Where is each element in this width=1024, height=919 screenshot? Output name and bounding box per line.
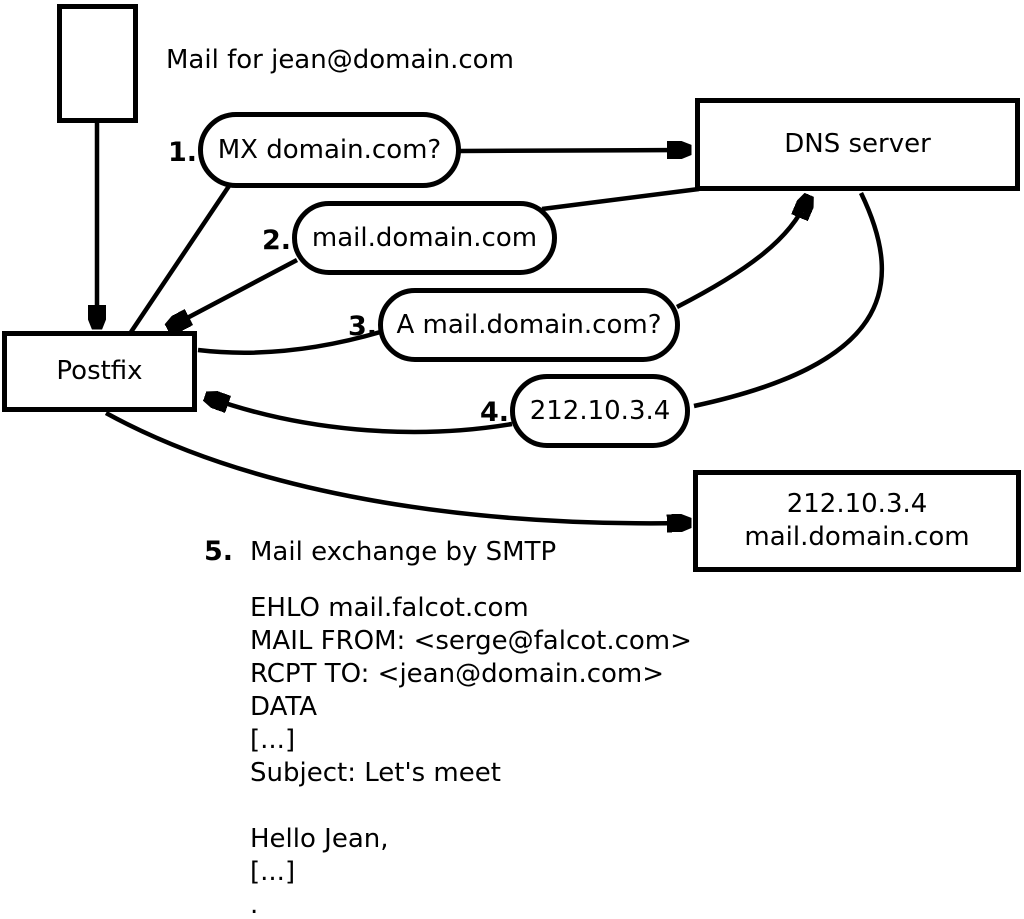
mail-server-ip: 212.10.3.4 — [786, 489, 928, 519]
arrow-query1-to-dns — [458, 150, 686, 151]
dns-server-box: DNS server — [695, 98, 1020, 191]
step-number-3: 3. — [347, 311, 377, 342]
mail-server-box: 212.10.3.4 mail.domain.com — [693, 470, 1021, 572]
line-dns-to-reply2 — [541, 186, 700, 212]
smtp-line: [...] — [250, 725, 296, 755]
smtp-line: RCPT TO: <jean@domain.com> — [250, 659, 665, 689]
bubble-a-query: A mail.domain.com? — [378, 288, 680, 362]
bubble-mx-reply-label: mail.domain.com — [311, 223, 538, 253]
arrow-reply4-to-postfix — [210, 398, 513, 435]
smtp-line: EHLO mail.falcot.com — [250, 593, 529, 623]
step-number-2: 2. — [261, 225, 291, 256]
arrow-postfix-to-mailserver — [104, 411, 686, 523]
smtp-line: DATA — [250, 692, 317, 722]
step5-label: Mail exchange by SMTP — [250, 537, 557, 567]
smtp-line: Subject: Let's meet — [250, 758, 501, 788]
postfix-box: Postfix — [2, 331, 197, 412]
smtp-line: MAIL FROM: <serge@falcot.com> — [250, 626, 692, 656]
mail-message-box — [57, 4, 138, 123]
step-number-1: 1. — [167, 137, 197, 168]
dns-server-label: DNS server — [784, 129, 931, 159]
smtp-line: [...] — [250, 857, 296, 887]
smtp-line-blank — [250, 790, 692, 823]
line-postfix-to-query1 — [129, 184, 231, 334]
bubble-a-query-label: A mail.domain.com? — [396, 310, 662, 340]
smtp-session-text: EHLO mail.falcot.com MAIL FROM: <serge@f… — [250, 592, 692, 919]
arrow-query3-to-dns — [675, 200, 807, 310]
bubble-mx-reply: mail.domain.com — [292, 201, 557, 275]
mail-server-hostname: mail.domain.com — [744, 522, 970, 552]
line-dns-to-reply4 — [693, 192, 885, 409]
mail-caption: Mail for jean@domain.com — [166, 45, 514, 75]
bubble-a-reply: 212.10.3.4 — [510, 374, 690, 448]
bubble-a-reply-label: 212.10.3.4 — [529, 396, 671, 426]
bubble-mx-query: MX domain.com? — [198, 112, 461, 188]
postfix-label: Postfix — [56, 356, 143, 386]
line-postfix-to-query3 — [197, 328, 385, 355]
bubble-mx-query-label: MX domain.com? — [217, 135, 442, 165]
smtp-line: . — [250, 890, 259, 919]
smtp-line: Hello Jean, — [250, 824, 389, 854]
arrow-reply2-to-postfix — [172, 258, 299, 326]
step-number-4: 4. — [479, 397, 509, 428]
step-number-5: 5. — [203, 536, 233, 567]
